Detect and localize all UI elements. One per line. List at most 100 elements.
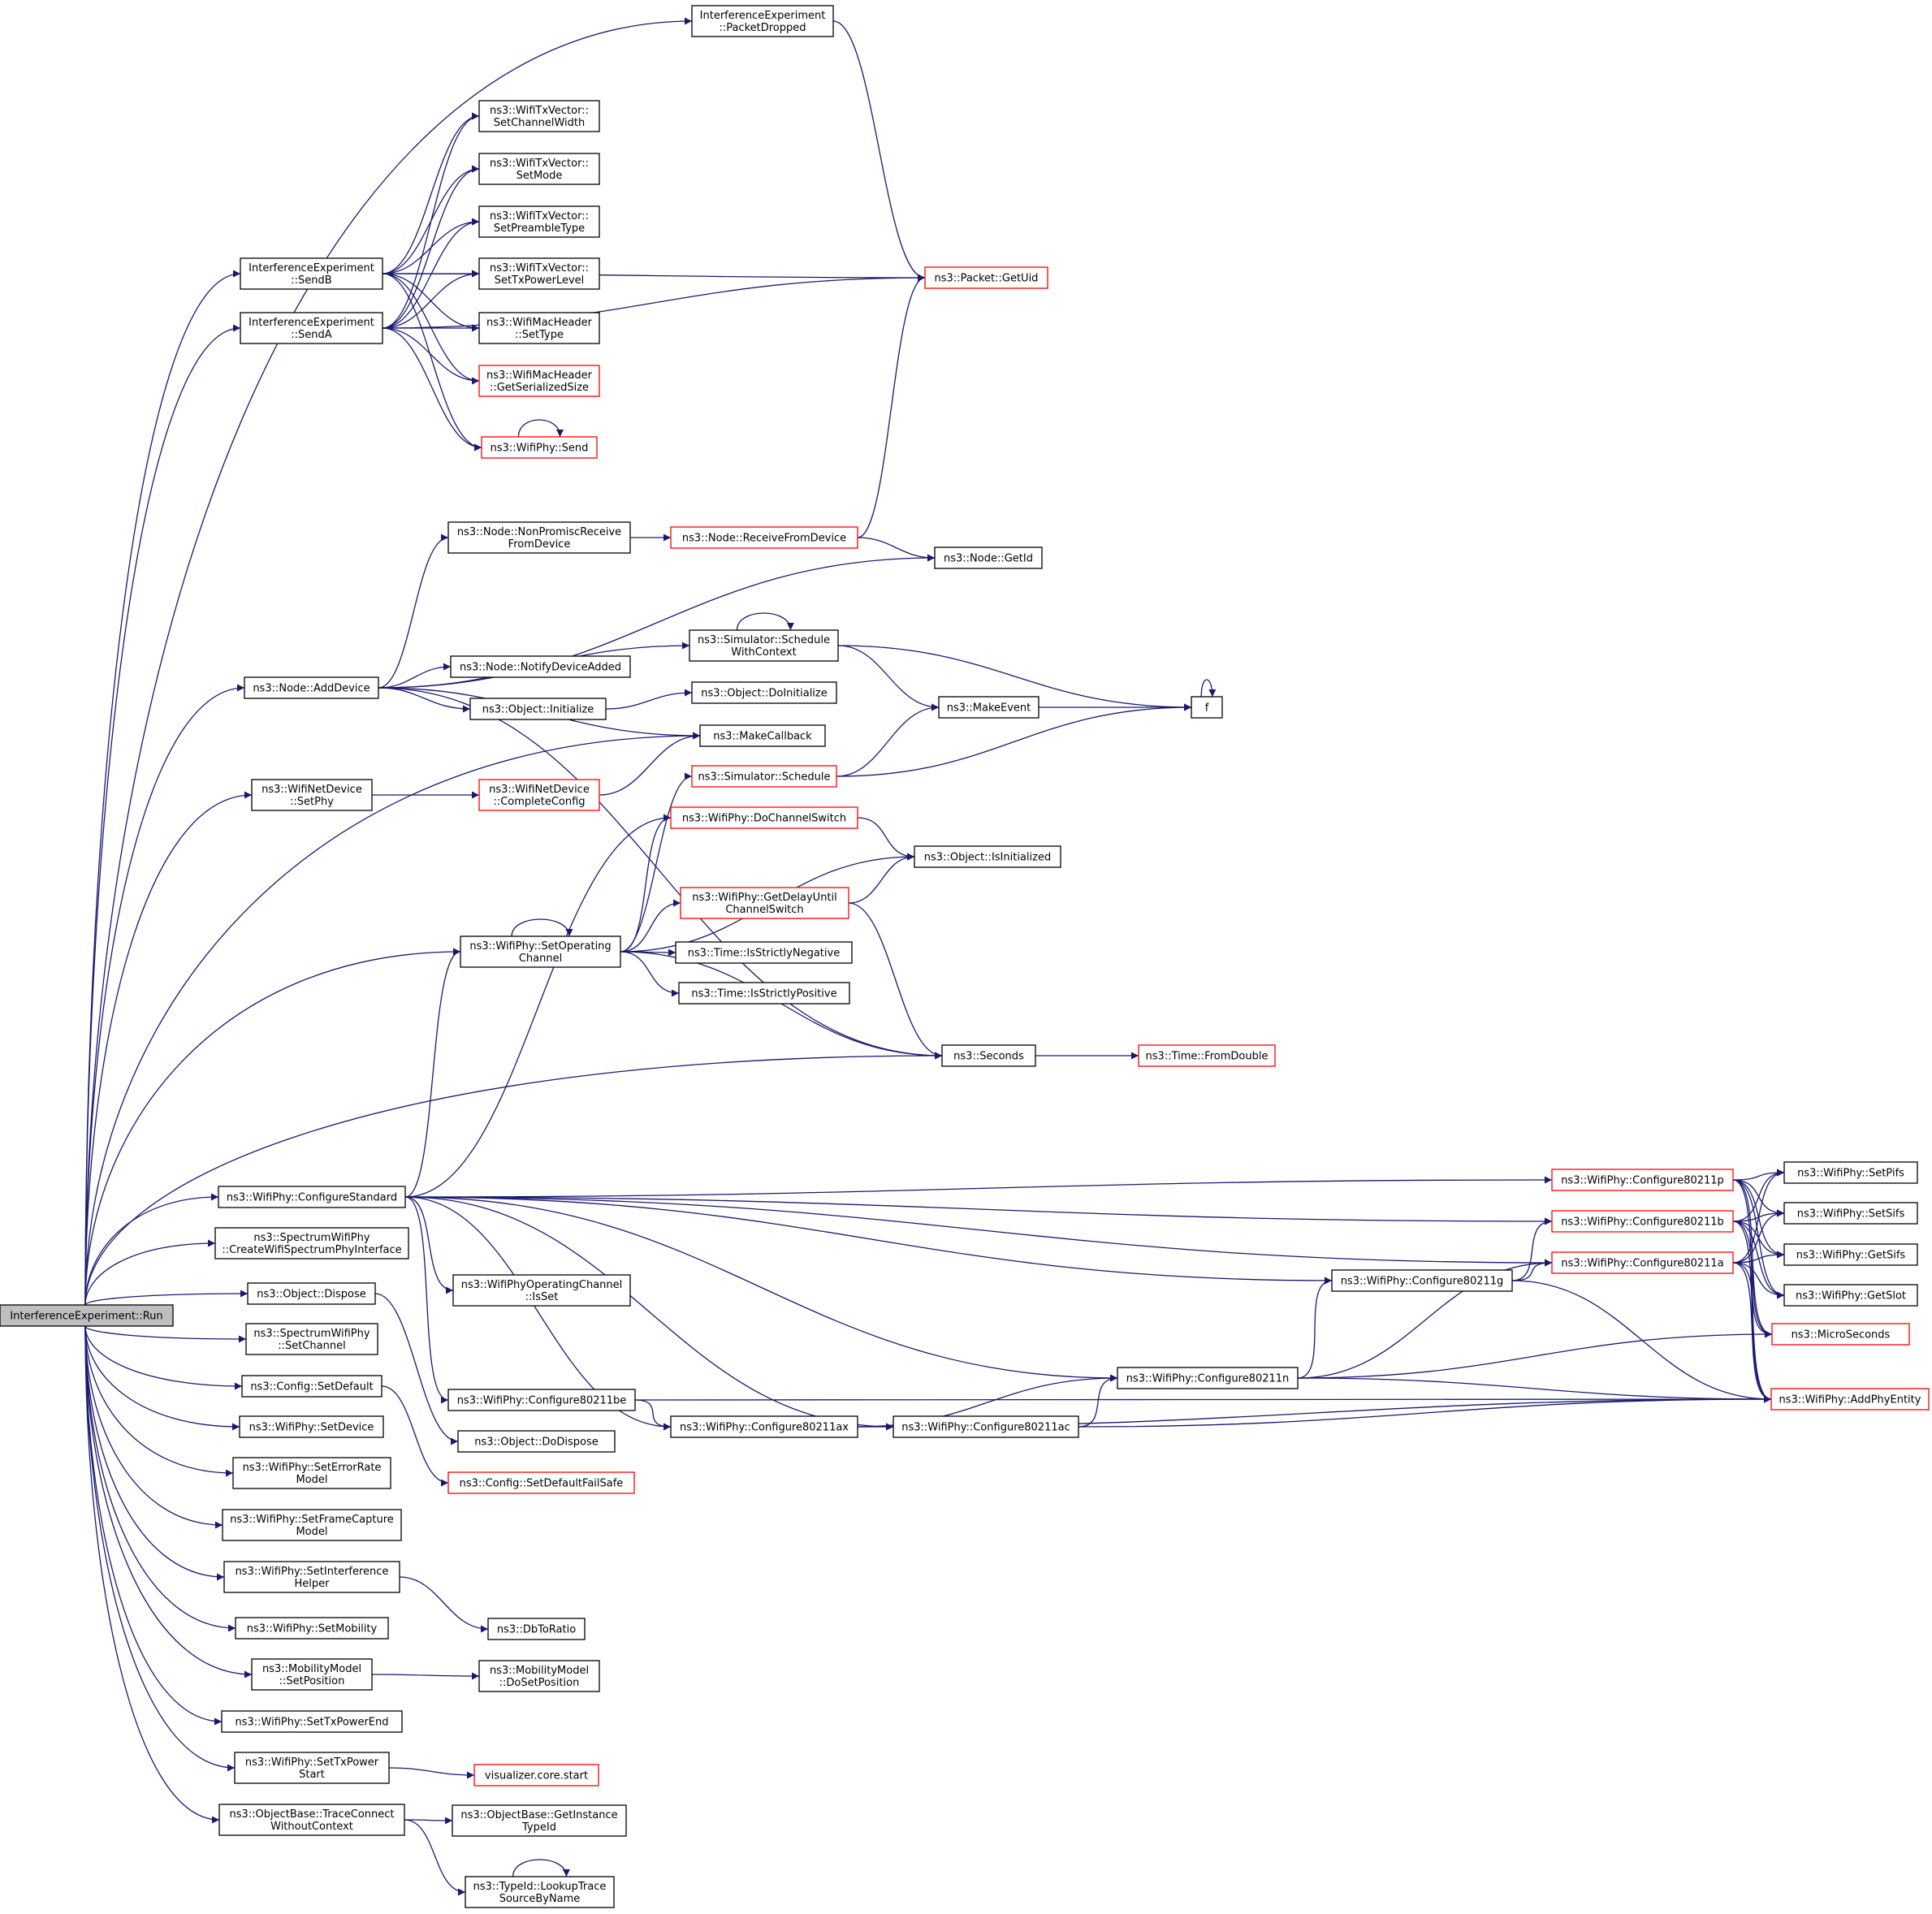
node-label: SetChannelWidth [494, 117, 586, 129]
node-label: ::SetPosition [279, 1675, 345, 1687]
node-set-tx-power-end[interactable]: ns3::WifiPhy::SetTxPowerEnd [221, 1710, 403, 1733]
node-set-device[interactable]: ns3::WifiPhy::SetDevice [239, 1415, 384, 1438]
node-set-tx-power-level[interactable]: ns3::WifiTxVector::SetTxPowerLevel [478, 257, 600, 290]
node-do-channel-switch[interactable]: ns3::WifiPhy::DoChannelSwitch [670, 806, 858, 829]
node-seconds[interactable]: ns3::Seconds [941, 1044, 1036, 1067]
node-is-strictly-positive[interactable]: ns3::Time::IsStrictlyPositive [678, 982, 850, 1005]
edge-run-to-sendB [84, 270, 241, 1306]
node-trace-connect[interactable]: ns3::ObjectBase::TraceConnectWithoutCont… [218, 1804, 405, 1836]
node-sim-schedule[interactable]: ns3::Simulator::Schedule [691, 765, 837, 788]
node-label: ns3::WifiPhy::ConfigureStandard [227, 1192, 397, 1204]
node-get-sifs[interactable]: ns3::WifiPhy::GetSifs [1783, 1243, 1918, 1266]
node-label: ns3::WifiPhy::Configure80211n [1126, 1373, 1290, 1385]
node-spectrum-set-channel[interactable]: ns3::SpectrumWifiPhy::SetChannel [245, 1323, 378, 1355]
node-set-pifs[interactable]: ns3::WifiPhy::SetPifs [1783, 1161, 1918, 1184]
node-op-chan-is-set[interactable]: ns3::WifiPhyOperatingChannel::IsSet [452, 1274, 631, 1307]
edge-path [1297, 1377, 1772, 1403]
node-obj-dispose[interactable]: ns3::Object::Dispose [247, 1282, 376, 1305]
edge-path [736, 612, 794, 631]
node-set-preamble-type[interactable]: ns3::WifiTxVector::SetPreambleType [478, 205, 600, 238]
node-get-id[interactable]: ns3::Node::GetId [934, 547, 1043, 569]
node-get-uid[interactable]: ns3::Packet::GetUid [924, 266, 1048, 289]
node-get-serialized-size[interactable]: ns3::WifiMacHeader::GetSerializedSize [478, 365, 600, 397]
edge-configure80211g-to-configure80211a [1511, 1259, 1553, 1281]
node-configure80211a[interactable]: ns3::WifiPhy::Configure80211a [1551, 1251, 1734, 1274]
node-box [1551, 1251, 1734, 1274]
node-configure80211ax[interactable]: ns3::WifiPhy::Configure80211ax [670, 1415, 858, 1438]
node-send-a[interactable]: InterferenceExperiment::SendA [240, 312, 383, 344]
node-is-initialized[interactable]: ns3::Object::IsInitialized [914, 845, 1061, 868]
node-micro-seconds[interactable]: ns3::MicroSeconds [1771, 1323, 1910, 1346]
node-set-default-fail-safe[interactable]: ns3::Config::SetDefaultFailSafe [447, 1471, 635, 1494]
edge-run-to-setFrameCapture [84, 1325, 223, 1529]
node-configure80211ac[interactable]: ns3::WifiPhy::Configure80211ac [893, 1415, 1079, 1438]
node-phy-send[interactable]: ns3::WifiPhy::Send [481, 436, 598, 459]
node-is-strictly-negative[interactable]: ns3::Time::IsStrictlyNegative [675, 941, 853, 964]
node-mob-set-position[interactable]: ns3::MobilityModel::SetPosition [251, 1658, 373, 1691]
edge-path [388, 1767, 475, 1779]
node-db-to-ratio[interactable]: ns3::DbToRatio [487, 1618, 586, 1640]
edge-path [84, 1325, 247, 1343]
node-set-channel-width[interactable]: ns3::WifiTxVector::SetChannelWidth [478, 100, 600, 132]
node-box [680, 887, 849, 919]
node-get-slot[interactable]: ns3::WifiPhy::GetSlot [1783, 1284, 1918, 1307]
node-make-event[interactable]: ns3::MakeEvent [938, 696, 1039, 719]
node-label: ::SendA [291, 329, 332, 341]
edge-configure80211g-to-addPhyEntity [1511, 1280, 1772, 1403]
node-label: ns3::WifiPhy::GetSifs [1796, 1250, 1906, 1262]
node-make-callback[interactable]: ns3::MakeCallback [699, 724, 826, 747]
node-configure80211b[interactable]: ns3::WifiPhy::Configure80211b [1551, 1210, 1734, 1233]
edge-path [382, 327, 482, 451]
node-set-mobility[interactable]: ns3::WifiPhy::SetMobility [235, 1617, 389, 1640]
edge-doChannelSwitch-to-isInitialized [857, 817, 915, 861]
node-viz-start[interactable]: visualizer.core.start [473, 1764, 599, 1787]
node-label: ns3::Seconds [953, 1051, 1024, 1063]
edge-path [84, 1325, 220, 1824]
edge-run-to-setTxPowerEnd [84, 1325, 223, 1726]
node-set-mode[interactable]: ns3::WifiTxVector::SetMode [478, 153, 600, 185]
node-add-device[interactable]: ns3::Node::AddDevice [244, 676, 379, 699]
node-add-phy-entity[interactable]: ns3::WifiPhy::AddPhyEntity [1770, 1388, 1930, 1411]
node-box [447, 1471, 635, 1494]
node-do-initialize[interactable]: ns3::Object::DoInitialize [691, 681, 837, 704]
node-f[interactable]: f [1191, 696, 1223, 719]
node-obj-do-dispose[interactable]: ns3::Object::DoDispose [457, 1430, 616, 1453]
edge-packetDropped-to-getUid [832, 20, 926, 282]
node-run[interactable]: InterferenceExperiment::Run [0, 1304, 174, 1327]
node-label: ns3::Node::NonPromiscReceive [457, 526, 621, 538]
node-configure80211g[interactable]: ns3::WifiPhy::Configure80211g [1331, 1269, 1513, 1292]
node-do-set-position[interactable]: ns3::MobilityModel::DoSetPosition [478, 1660, 600, 1692]
edge-configure80211a-to-setPifs [1732, 1169, 1785, 1264]
node-label: ::GetSerializedSize [490, 382, 589, 394]
node-config-set-default[interactable]: ns3::Config::SetDefault [241, 1375, 383, 1398]
node-complete-config[interactable]: ns3::WifiNetDevice::CompleteConfig [478, 779, 600, 811]
edge-run-to-configureStandard [84, 1193, 219, 1306]
node-mac-set-type[interactable]: ns3::WifiMacHeader::SetType [478, 312, 600, 344]
node-configure-standard[interactable]: ns3::WifiPhy::ConfigureStandard [218, 1186, 406, 1208]
edge-sendB-to-setChannelWidth [382, 112, 480, 274]
node-configure80211be[interactable]: ns3::WifiPhy::Configure80211be [447, 1389, 636, 1411]
node-packet-dropped[interactable]: InterferenceExperiment::PacketDropped [691, 5, 834, 37]
node-send-b[interactable]: InterferenceExperiment::SendB [240, 257, 383, 290]
node-create-wifi-spectrum[interactable]: ns3::SpectrumWifiPhy::CreateWifiSpectrum… [214, 1227, 409, 1259]
node-obj-initialize[interactable]: ns3::Object::Initialize [469, 698, 607, 720]
node-set-sifs[interactable]: ns3::WifiPhy::SetSifs [1783, 1202, 1918, 1225]
node-configure80211n[interactable]: ns3::WifiPhy::Configure80211n [1117, 1367, 1299, 1389]
node-notify-device-added[interactable]: ns3::Node::NotifyDeviceAdded [450, 655, 631, 678]
node-set-phy[interactable]: ns3::WifiNetDevice::SetPhy [251, 779, 373, 811]
node-from-double[interactable]: ns3::Time::FromDouble [1138, 1044, 1276, 1067]
node-box [240, 312, 383, 344]
node-configure80211p[interactable]: ns3::WifiPhy::Configure80211p [1551, 1169, 1734, 1191]
node-label: ns3::Object::IsInitialized [924, 852, 1051, 864]
node-receive-from-device[interactable]: ns3::Node::ReceiveFromDevice [670, 526, 858, 549]
